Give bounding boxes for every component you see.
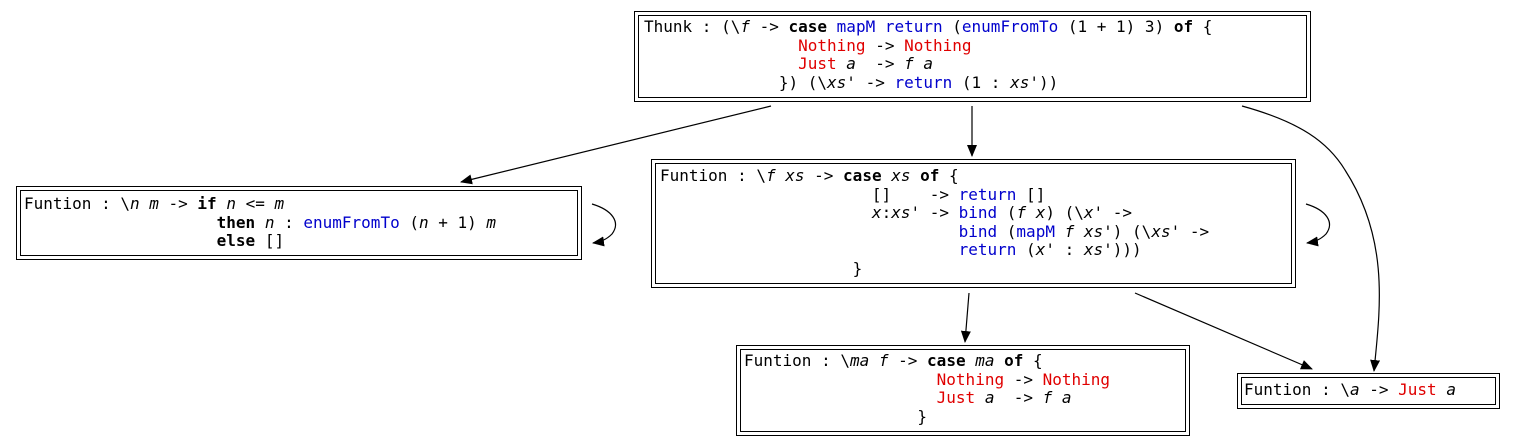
variable-token: n [129,194,140,213]
node-enumFromTo[interactable]: Funtion : \n m -> if n <= m then n : enu… [16,186,582,260]
variable-token: xs' [1151,221,1181,241]
node-just[interactable]: Funtion : \a -> Just a [1237,373,1500,409]
constructor-token: Nothing [798,35,866,55]
constructor-token: Nothing [1042,369,1111,389]
edge-thunk-to-just [1241,105,1381,372]
edge-mapM-to-bind [960,292,971,343]
code-line: Nothing -> Nothing [936,369,1111,389]
constructor-token: Nothing [936,369,1005,389]
code-line: return (x' : xs'))) [958,240,1142,259]
keyword-token: of [920,166,940,185]
variable-token: n [418,212,429,232]
edge-mapM-self-loop [1305,203,1331,247]
keyword-token: case [843,166,882,185]
keyword-token: of [1004,351,1024,370]
node-mapM[interactable]: Funtion : \f xs -> case xs of { [] -> re… [651,159,1296,288]
variable-token: a [984,388,995,407]
variable-token: f [765,166,776,185]
variable-token: m [149,194,159,213]
variable-token: xs [891,166,911,185]
code-line: then n : enumFromTo (n + 1) m [216,212,497,232]
keyword-token: of [1173,17,1194,36]
variable-token: n [226,194,236,213]
variable-token: ma [849,351,870,370]
code-line: Just a -> f a [936,388,1072,407]
function-token: bind [958,221,998,241]
variable-token: m [274,194,285,213]
node-just-code: Funtion : \a -> Just a [1244,380,1456,400]
variable-token: ma [975,351,995,370]
function-token: enumFromTo [961,17,1059,36]
variable-token: x [1035,203,1046,222]
constructor-token: Just [798,54,837,73]
constructor-token: Just [936,388,976,407]
node-enumFromTo-code: Funtion : \n m -> if n <= m then n : enu… [24,194,497,251]
keyword-token: case [788,17,828,36]
variable-token: f [878,351,889,370]
variable-token: a [923,54,934,73]
variable-token: xs' [827,72,856,92]
variable-token: a [846,54,856,73]
constructor-token: Just [1398,380,1437,399]
variable-token: a [1349,380,1360,399]
node-bind[interactable]: Funtion : \ma f -> case ma of { Nothing … [736,345,1190,436]
code-line: else [] [216,231,285,250]
constructor-token: Nothing [904,35,972,55]
variable-token: f [1016,203,1027,222]
variable-token: a [1446,380,1456,399]
variable-token: xs' [1083,221,1113,241]
code-line: bind (mapM f xs') (\xs' -> [958,221,1210,241]
variable-token: x' [1083,203,1104,222]
code-line: Funtion : \n m -> if n <= m [24,194,285,213]
keyword-token: else [216,231,256,250]
edge-mapM-to-just [1134,292,1313,370]
node-thunk[interactable]: Thunk : (\f -> case mapM return (enumFro… [634,11,1311,102]
variable-token: f [1064,221,1075,241]
variable-token: a [1061,388,1072,407]
variable-token: xs' [1083,240,1113,259]
code-line: Funtion : \ma f -> case ma of { [744,351,1043,370]
node-mapM-code: Funtion : \f xs -> case xs of { [] -> re… [660,166,1210,278]
variable-token: xs' [891,203,921,222]
variable-token: xs [785,166,805,185]
edge-enumFromTo-self-loop [591,203,617,247]
code-line: Funtion : \f xs -> case xs of { [660,166,959,185]
node-bind-code: Funtion : \ma f -> case ma of { Nothing … [744,351,1111,426]
code-line: Funtion : \a -> Just a [1244,380,1456,399]
variable-token: xs' [1010,72,1039,92]
variable-token: f [740,17,750,36]
code-line: [] -> return [] [660,184,1046,204]
keyword-token: if [197,194,217,213]
code-line: } [660,258,863,278]
code-line: }) (\xs' -> return (1 : xs')) [644,72,1059,92]
code-line: Nothing -> Nothing [798,35,972,55]
code-line: } [744,406,928,426]
edge-thunk-to-enumFromTo [460,105,772,185]
keyword-token: then [216,212,256,232]
function-token: mapM [1016,221,1055,241]
variable-token: m [486,212,497,232]
function-token: return [894,72,953,92]
code-line: Thunk : (\f -> case mapM return (enumFro… [644,17,1213,36]
code-line: Just a -> f a [798,54,934,73]
variable-token: x [871,203,882,222]
variable-token: f [1042,388,1053,407]
keyword-token: case [927,351,966,370]
code-line: x:xs' -> bind (f x) (\x' -> [871,203,1133,222]
variable-token: x' [1035,240,1055,259]
variable-token: f [904,54,914,73]
function-token: bind [958,203,998,222]
function-token: return [958,184,1017,204]
variable-token: n [264,212,275,232]
node-thunk-code: Thunk : (\f -> case mapM return (enumFro… [644,17,1213,92]
function-token: return [958,240,1017,259]
function-token: return [884,17,943,36]
function-token: enumFromTo [303,212,400,232]
function-token: mapM [836,17,876,36]
